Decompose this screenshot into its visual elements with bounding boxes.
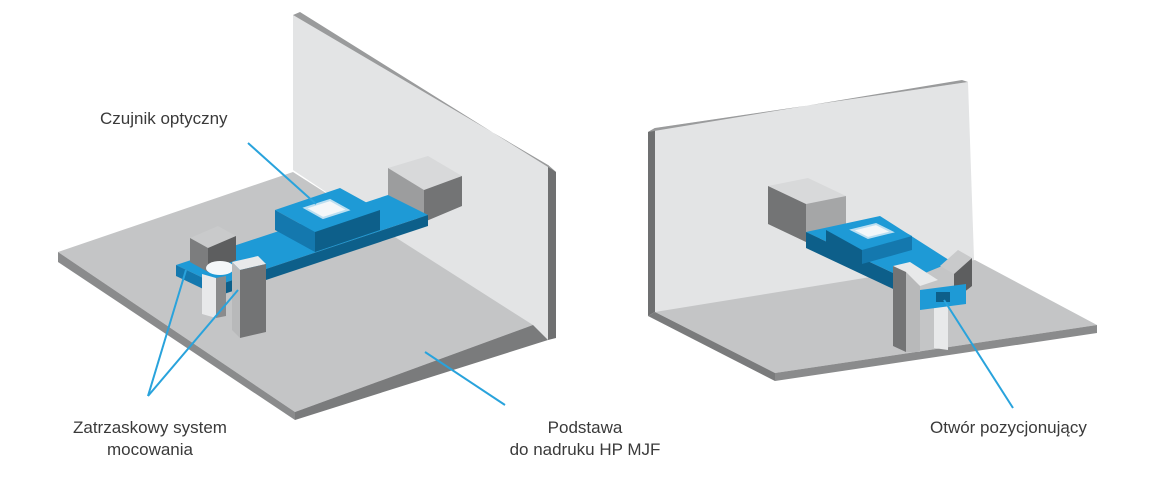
- left-blue-bar-side: [218, 215, 428, 296]
- right-snap-clip-front-top: [893, 262, 938, 286]
- label-snap-fit: Zatrzaskowy system mocowania: [55, 417, 245, 461]
- right-assembly: [648, 80, 1097, 381]
- left-back-wall-edge-top: [293, 12, 556, 172]
- left-build-plate-top: [58, 172, 533, 412]
- right-snap-clip-right-leg: [934, 300, 948, 350]
- leader-positioning-hole: [943, 299, 1014, 409]
- left-sensor-housing-front: [275, 210, 315, 252]
- right-snap-clip-back-top: [940, 250, 972, 274]
- left-snap-clip-front-face: [232, 262, 240, 338]
- label-snap-fit-line1: Zatrzaskowy system: [73, 418, 227, 437]
- left-snap-clip-front-top: [232, 256, 266, 270]
- left-assembly: [58, 12, 556, 420]
- label-build-plate-line2: do nadruku HP MJF: [509, 440, 661, 459]
- leader-lines: [147, 142, 1014, 409]
- right-snap-clip-front-body: [906, 272, 920, 352]
- left-snap-clip-front-side: [240, 264, 266, 338]
- left-grey-block-top: [388, 156, 462, 190]
- right-positioning-hole: [936, 292, 950, 302]
- left-sensor-housing-side: [315, 210, 380, 252]
- right-snap-clip-front-face: [893, 266, 906, 352]
- left-grey-block-side: [424, 176, 462, 222]
- left-snap-clip-left-leg: [202, 274, 216, 318]
- label-positioning-hole: Otwór pozycjonujący: [930, 418, 1087, 437]
- right-back-wall-edge-top: [648, 80, 968, 132]
- label-build-plate: Podstawa do nadruku HP MJF: [485, 417, 685, 461]
- leader-optical-sensor: [247, 142, 317, 205]
- label-snap-fit-line2: mocowania: [107, 440, 193, 459]
- label-build-plate-line1: Podstawa: [547, 418, 623, 437]
- label-optical-sensor: Czujnik optyczny: [100, 109, 228, 128]
- left-build-plate-right-edge: [295, 325, 548, 420]
- left-round-locator: [206, 261, 234, 275]
- right-grey-block-top: [768, 178, 846, 204]
- right-optical-sensor-window: [849, 222, 895, 240]
- right-back-wall-edge: [648, 128, 655, 316]
- right-grey-block-front: [768, 186, 806, 242]
- leader-build-plate: [424, 351, 506, 406]
- right-sensor-housing-side: [862, 236, 912, 264]
- left-optical-sensor-window: [302, 198, 351, 220]
- leader-snap-fit-b: [147, 289, 239, 397]
- left-snap-clip-back-front: [190, 238, 208, 272]
- left-snap-clip-back-top: [190, 226, 236, 248]
- left-snap-clip-left-leg-side: [216, 276, 226, 318]
- left-build-plate-front-edge: [58, 252, 295, 420]
- right-sensor-housing-front: [826, 230, 862, 264]
- right-build-plate-front-edge: [775, 325, 1097, 381]
- right-build-plate-top: [655, 260, 1097, 373]
- right-build-plate-left-edge: [648, 312, 775, 381]
- leader-snap-fit-a: [147, 269, 187, 397]
- left-back-wall-edge: [548, 165, 556, 340]
